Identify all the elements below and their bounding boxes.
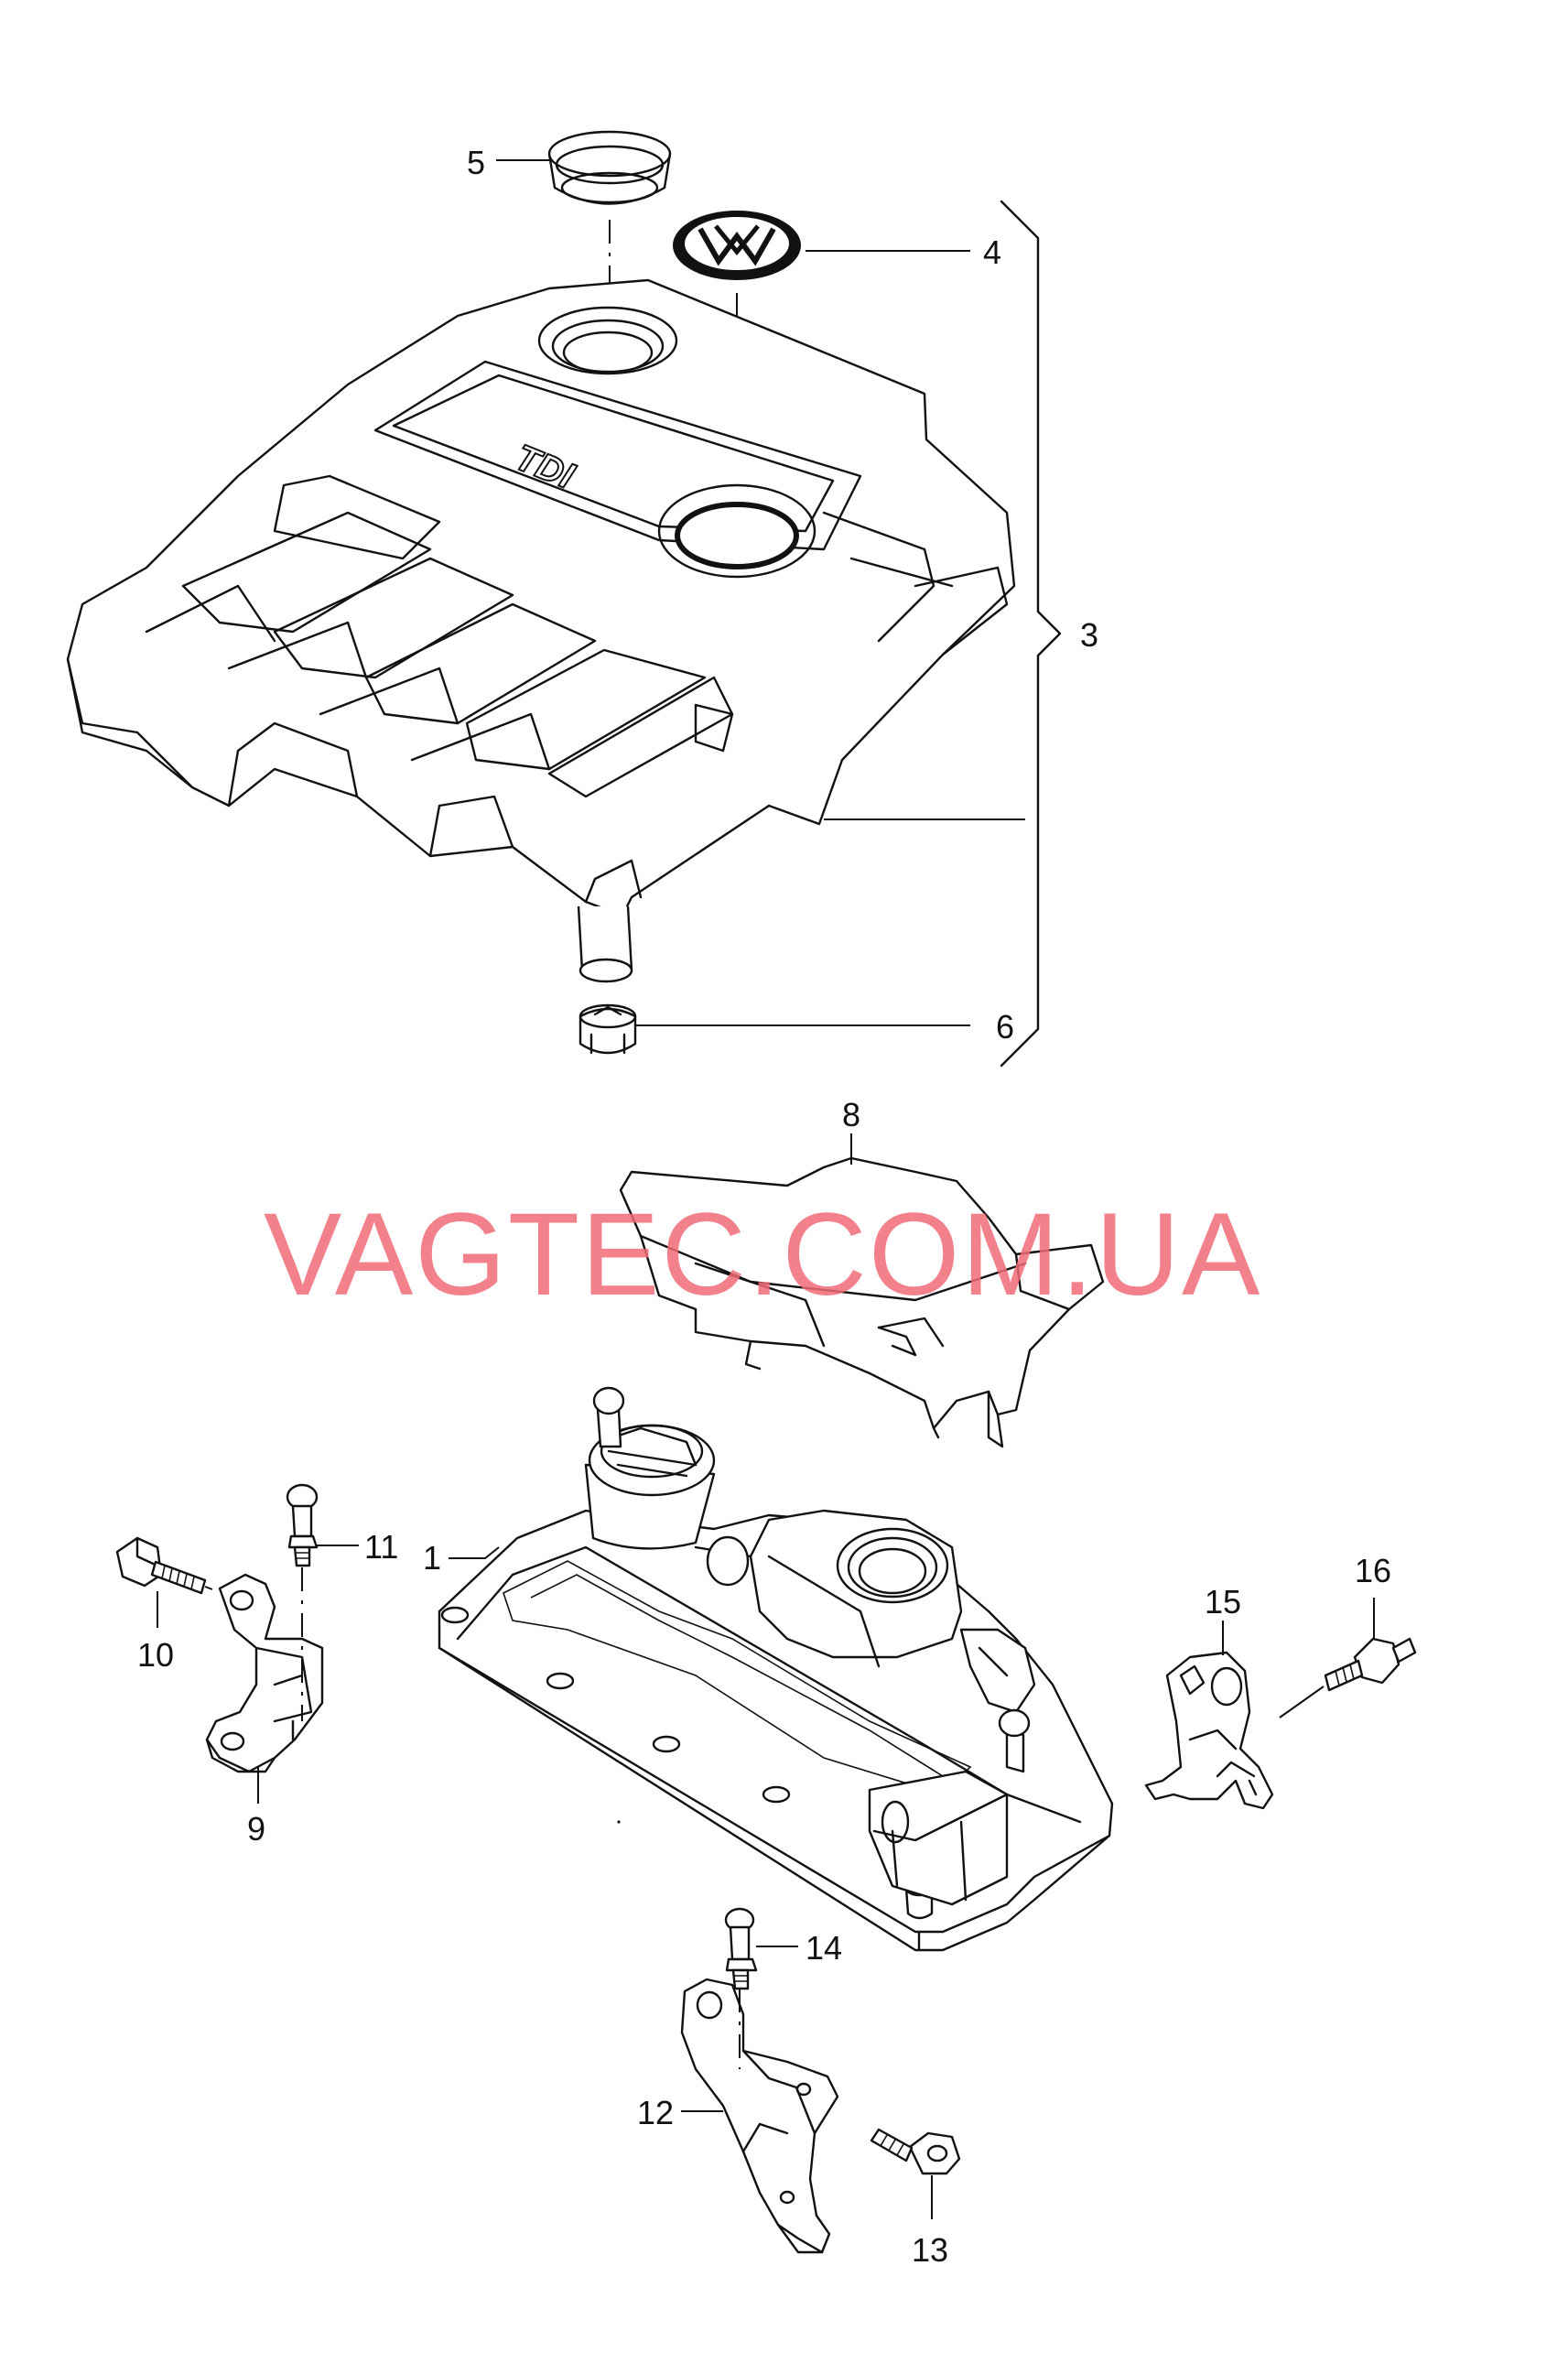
callout-13: 13	[912, 2231, 948, 2269]
leader-16b	[1279, 1686, 1325, 1718]
callout-4: 4	[983, 233, 1001, 271]
callout-11: 11	[364, 1528, 398, 1566]
vw-emblem-part-4	[673, 211, 801, 280]
stud-part-11	[286, 1483, 319, 1567]
callout-12: 12	[637, 2094, 674, 2131]
callout-3: 3	[1080, 616, 1098, 654]
leader-10a	[204, 1586, 213, 1590]
callout-9: 9	[247, 1810, 265, 1848]
callout-5: 5	[467, 144, 485, 181]
callout-15: 15	[1205, 1583, 1241, 1621]
bolt-part-13	[870, 2128, 961, 2175]
bolt-part-10	[115, 1536, 207, 1595]
callout-8: 8	[842, 1096, 860, 1133]
callout-14: 14	[806, 1929, 842, 1967]
stud-part-14	[724, 1907, 758, 1990]
callout-1: 1	[423, 1539, 441, 1577]
grommet-part-6	[577, 905, 637, 1055]
bracket-part-12	[680, 1978, 839, 2254]
cylinder-head-cover-part-1	[438, 1386, 1114, 1952]
bracket-part-9	[205, 1573, 324, 1773]
watermark: VAGTEC.COM.UA	[264, 1189, 1261, 1320]
heat-shield-part-8	[619, 1156, 1105, 1448]
bracket-group-3	[1000, 200, 1062, 1068]
leader-1	[449, 1546, 500, 1559]
bracket-part-15	[1144, 1651, 1274, 1810]
callout-10: 10	[137, 1636, 174, 1674]
callout-16: 16	[1355, 1552, 1391, 1589]
engine-cover-part-3: TDI	[66, 278, 1016, 917]
callout-6: 6	[996, 1008, 1014, 1046]
speck	[617, 1820, 621, 1824]
cap-ring-part-5	[547, 130, 672, 205]
bolt-part-16	[1324, 1637, 1417, 1692]
